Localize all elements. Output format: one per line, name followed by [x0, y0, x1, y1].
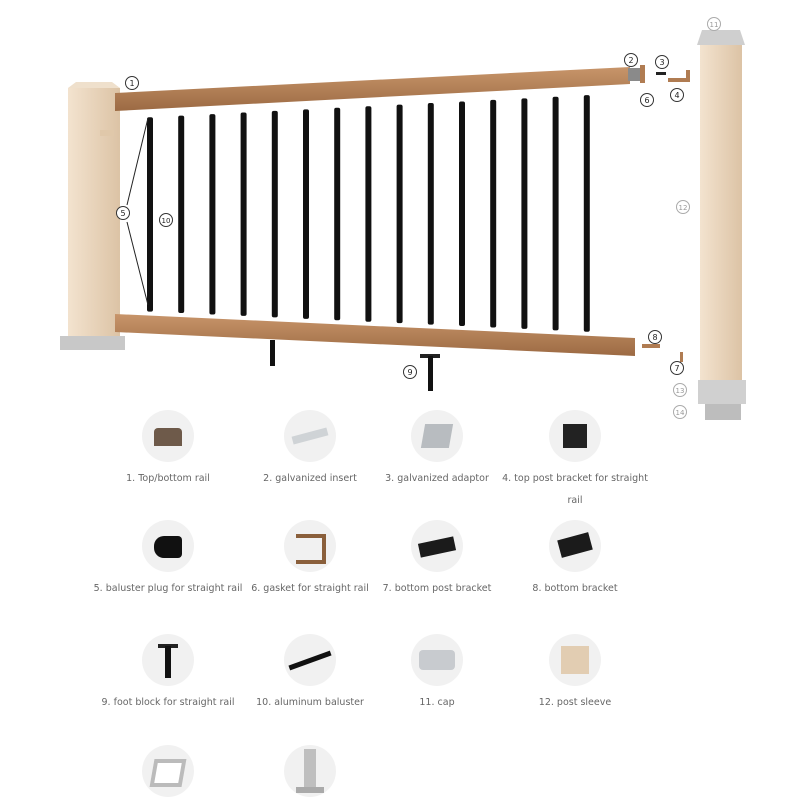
part-item: 12. post sleeve: [500, 634, 650, 714]
baluster: [147, 117, 153, 312]
bottom-bracket-icon: [549, 520, 601, 572]
callout-9: 9: [403, 365, 417, 379]
callout-number: 7: [674, 364, 679, 373]
skirt-icon: [142, 745, 194, 797]
part-item: 2. galvanized insert: [235, 410, 385, 490]
callout-number: 1: [129, 79, 134, 88]
right-post: [697, 30, 746, 420]
part-item: 10. aluminum baluster: [235, 634, 385, 714]
callout-11: 11: [707, 17, 721, 31]
part-item: 7. bottom post bracket: [362, 520, 512, 600]
part-item: 6. gasket for straight rail: [235, 520, 385, 600]
baluster: [490, 99, 497, 328]
baluster: [396, 104, 403, 324]
callout-3: 3: [655, 55, 669, 69]
part-label: 1. Top/bottom rail: [126, 473, 210, 484]
part-label: 3. galvanized adaptor: [385, 473, 489, 484]
part-label: 4. top post bracket for straight rail: [502, 473, 648, 506]
callout-number: 8: [652, 333, 657, 342]
callout-8: 8: [648, 330, 662, 344]
foot-block: [420, 354, 440, 391]
part-label: 7. bottom post bracket: [382, 583, 492, 594]
callout-number: 12: [679, 204, 688, 212]
part-item: 5. baluster plug for straight rail: [93, 520, 243, 600]
callout-number: 3: [659, 58, 664, 67]
baluster: [240, 112, 247, 316]
callout-arrows: [126, 117, 149, 306]
baluster: [427, 103, 434, 325]
baluster: [271, 110, 278, 318]
sleeve-icon: [549, 634, 601, 686]
part-label: 12. post sleeve: [538, 697, 612, 708]
callout-12: 12: [676, 200, 690, 214]
baluster: [459, 101, 465, 327]
post-mount-icon: [284, 745, 336, 797]
baluster: [583, 95, 590, 332]
part-label: 9. foot block for straight rail: [101, 697, 235, 708]
foot-block-icon: [142, 634, 194, 686]
plug-icon: [142, 520, 194, 572]
part-label: 10. aluminum baluster: [256, 697, 364, 708]
callout-number: 11: [710, 21, 719, 29]
baluster-icon: [284, 634, 336, 686]
top-bracket-icon: [549, 410, 601, 462]
part-item: 4. top post bracket for straight rail: [500, 410, 650, 512]
baluster: [365, 106, 372, 322]
callout-4: 4: [670, 88, 684, 102]
part-item: 8. bottom bracket: [500, 520, 650, 600]
part-item: 11. cap: [362, 634, 512, 714]
callout-6: 6: [640, 93, 654, 107]
callout-number: 9: [407, 368, 412, 377]
part-label: 8. bottom bracket: [532, 583, 618, 594]
part-label: 11. cap: [419, 697, 455, 708]
adaptor-icon: [411, 410, 463, 462]
bottom-rail: [115, 314, 635, 356]
part-item: 9. foot block for straight rail: [93, 634, 243, 714]
baluster: [178, 115, 185, 314]
left-post: [60, 82, 125, 350]
callout-7: 7: [670, 361, 684, 375]
part-item: 3. galvanized adaptor: [362, 410, 512, 490]
bottom-post-bracket-icon: [411, 520, 463, 572]
top-rail: [115, 67, 630, 111]
callout-number: 4: [674, 91, 679, 100]
callout-number: 13: [676, 387, 685, 395]
baluster: [552, 96, 559, 331]
callout-number: 6: [644, 96, 649, 105]
callout-14: 14: [673, 405, 687, 419]
part-label: 6. gasket for straight rail: [251, 583, 369, 594]
part-item: 13 skirt: [93, 745, 243, 800]
callout-13: 13: [673, 383, 687, 397]
callout-number: 2: [628, 56, 633, 65]
callout-2: 2: [624, 53, 638, 67]
baluster: [303, 109, 309, 319]
callout-10: 10: [159, 213, 173, 227]
baluster: [521, 98, 528, 329]
callout-number: 14: [676, 409, 685, 417]
cap-icon: [411, 634, 463, 686]
part-item: 1. Top/bottom rail: [93, 410, 243, 490]
callout-number: 10: [162, 217, 171, 225]
part-label: 5. baluster plug for straight rail: [93, 583, 243, 594]
callout-5: 5: [116, 206, 130, 220]
baluster: [334, 107, 341, 321]
part-item: 14. Post mount: [235, 745, 385, 800]
baluster: [209, 114, 216, 315]
insert-icon: [284, 410, 336, 462]
rail-profile-icon: [142, 410, 194, 462]
callout-1: 1: [125, 76, 139, 90]
part-label: 2. galvanized insert: [263, 473, 357, 484]
callout-number: 5: [120, 209, 125, 218]
gasket-icon: [284, 520, 336, 572]
